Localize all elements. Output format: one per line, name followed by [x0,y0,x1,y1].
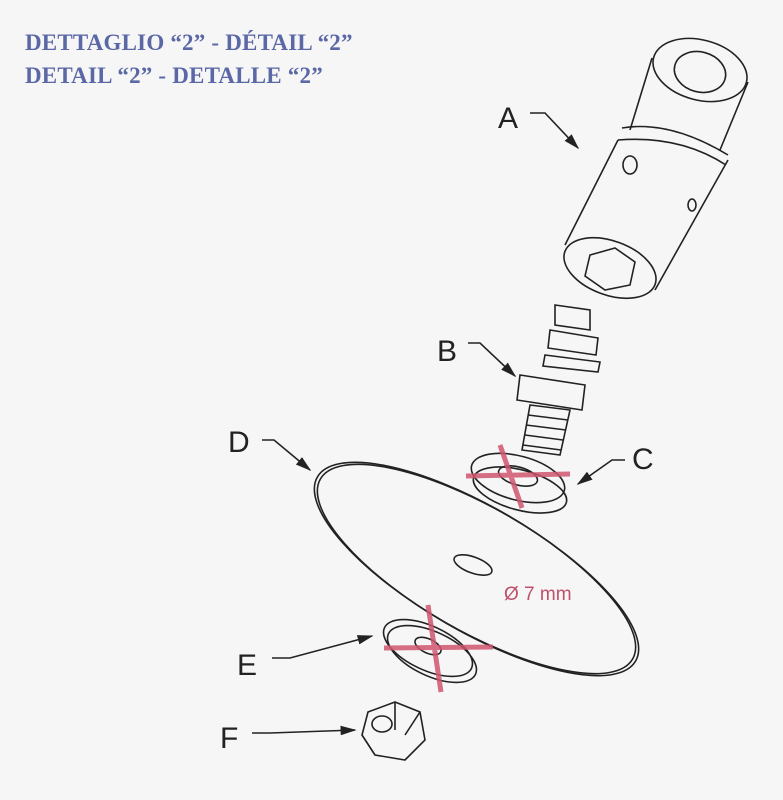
title-line-2: DETAIL “2” - DETALLE “2” [25,63,323,88]
label-d: D [228,426,250,459]
leader-arrow-a [530,112,580,150]
label-c: C [632,443,654,476]
label-e: E [237,649,257,682]
part-d-disc [313,461,640,677]
title-line-1: DETTAGLIO “2” - DÉTAIL “2” [25,30,353,55]
part-b-fitting [516,304,601,456]
label-b: B [437,335,457,368]
part-c-washer [470,452,568,514]
label-f: F [220,722,238,755]
label-a: A [498,102,518,135]
leader-arrow-d [262,439,312,472]
leader-arrow-e [272,635,374,659]
leader-arrow-f [252,725,357,736]
part-a-connector [563,37,749,300]
hole-diameter-label: Ø 7 mm [504,584,572,605]
cross-out-mark-e [383,604,494,693]
leader-arrow-c [576,459,625,485]
part-f-nut [361,701,426,761]
leader-arrow-b [468,342,517,378]
cross-out-mark-c [465,444,571,509]
